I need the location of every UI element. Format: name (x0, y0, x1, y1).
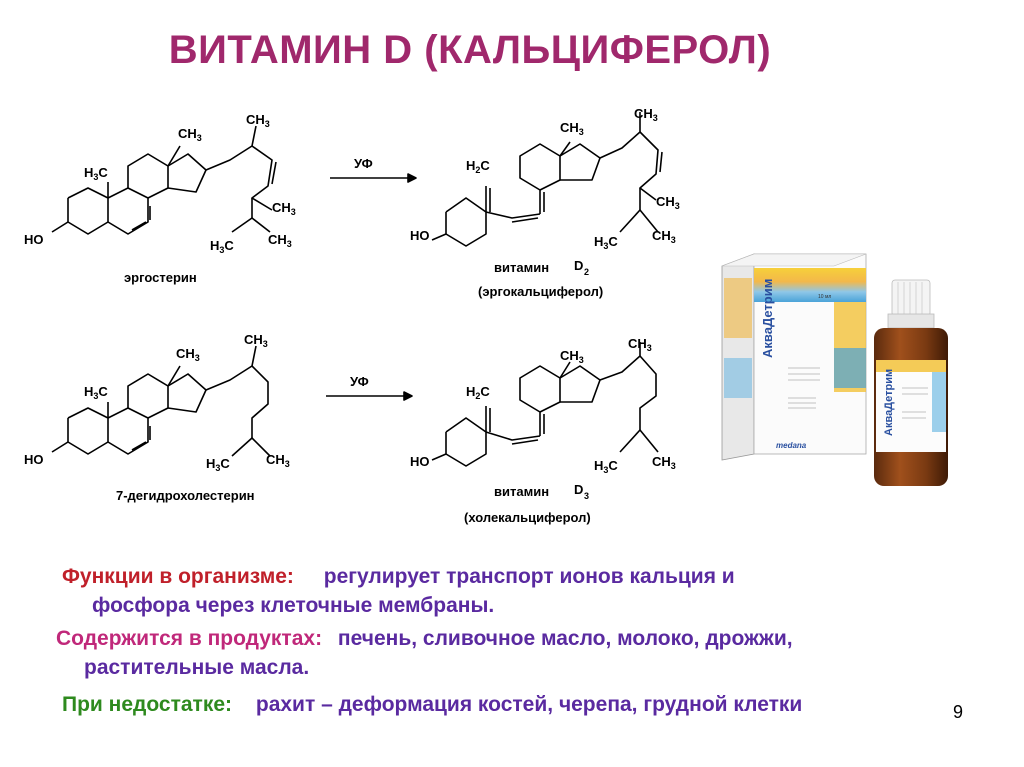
box-maker: medana (776, 441, 807, 450)
medicine-bottle: АкваДетрим (874, 279, 948, 486)
uv-label-bottom: УФ (350, 374, 369, 389)
ergosterol-structure (51, 125, 277, 235)
functions-text-1: регулирует транспорт ионов кальция и (323, 565, 735, 588)
deficiency-text: рахит – деформация костей, черепа, грудн… (255, 693, 803, 716)
vitamin-d3-index: 3 (584, 491, 589, 501)
svg-text:H3C: H3C (594, 458, 618, 475)
svg-text:H3C: H3C (84, 165, 108, 182)
chemical-structures-diagram: CH3 H3C CH3 CH3 H3C CH3 CH3 CH3 H2C CH3 … (24, 106, 680, 525)
svg-text:CH3: CH3 (176, 346, 200, 363)
dehydrocholesterol-label: 7-дегидрохолестерин (116, 488, 255, 503)
ho-label-ergosterol: HO (24, 232, 44, 247)
deficiency-label: При недостатке: (62, 693, 233, 716)
vitamin-d2-alt-name: (эргокальциферол) (478, 284, 603, 299)
vitamin-d3-letter: D (574, 482, 583, 497)
aquadetrim-product-photo: 10 мл АкваДетрим medana АкваДетрим (721, 253, 948, 486)
slide-title: ВИТАМИН D (КАЛЬЦИФЕРОЛ) (168, 28, 772, 72)
ho-label-dehydrocholesterol: HO (24, 452, 44, 467)
functions-line1: Функции в организме: регулирует транспор… (62, 563, 735, 590)
svg-text:H2C: H2C (466, 384, 490, 401)
functions-text-2: фосфора через клеточные мембраны. (92, 594, 495, 617)
box-brand: АкваДетрим (760, 279, 775, 358)
svg-text:CH3: CH3 (634, 106, 658, 123)
ho-label-d2: HO (410, 228, 430, 243)
bottle-brand: АкваДетрим (883, 369, 895, 436)
sources-text-1: печень, сливочное масло, молоко, дрожжи, (337, 627, 793, 650)
ho-label-d3: HO (410, 454, 430, 469)
ergosterol-label: эргостерин (124, 270, 197, 285)
svg-text:CH3: CH3 (560, 348, 584, 365)
functions-label: Функции в организме: (62, 565, 294, 588)
vitamin-d3-structure (431, 342, 659, 467)
svg-text:CH3: CH3 (246, 112, 270, 129)
box-volume: 10 мл (818, 294, 831, 300)
deficiency-line: При недостатке: рахит – деформация косте… (62, 691, 802, 718)
svg-text:CH3: CH3 (656, 194, 680, 211)
svg-text:CH3: CH3 (272, 200, 296, 217)
svg-text:CH3: CH3 (266, 452, 290, 469)
sources-line1: Содержится в продуктах: печень, сливочно… (56, 625, 793, 652)
svg-text:H3C: H3C (206, 456, 230, 473)
svg-text:CH3: CH3 (652, 228, 676, 245)
vitamin-d2-label: витамин (494, 260, 549, 275)
vitamin-d2-letter: D (574, 258, 583, 273)
svg-text:H3C: H3C (594, 234, 618, 251)
sources-label: Содержится в продуктах: (56, 627, 323, 650)
uv-label-top: УФ (354, 156, 373, 171)
vitamin-d2-structure (431, 112, 663, 247)
vitamin-d2-index: 2 (584, 267, 589, 277)
svg-text:CH3: CH3 (560, 120, 584, 137)
vitamin-d3-alt-name: (холекальциферол) (464, 510, 591, 525)
medicine-box: 10 мл АкваДетрим medana (721, 253, 867, 461)
svg-text:CH3: CH3 (628, 336, 652, 353)
vitamin-d3-label: витамин (494, 484, 549, 499)
svg-text:H3C: H3C (84, 384, 108, 401)
dehydrocholesterol-structure (51, 345, 271, 457)
page-number: 9 (953, 702, 964, 722)
sources-text-2: растительные масла. (84, 656, 310, 679)
svg-text:H2C: H2C (466, 158, 490, 175)
svg-text:CH3: CH3 (652, 454, 676, 471)
svg-text:H3C: H3C (210, 238, 234, 255)
svg-text:CH3: CH3 (178, 126, 202, 143)
svg-text:CH3: CH3 (268, 232, 292, 249)
svg-text:CH3: CH3 (244, 332, 268, 349)
